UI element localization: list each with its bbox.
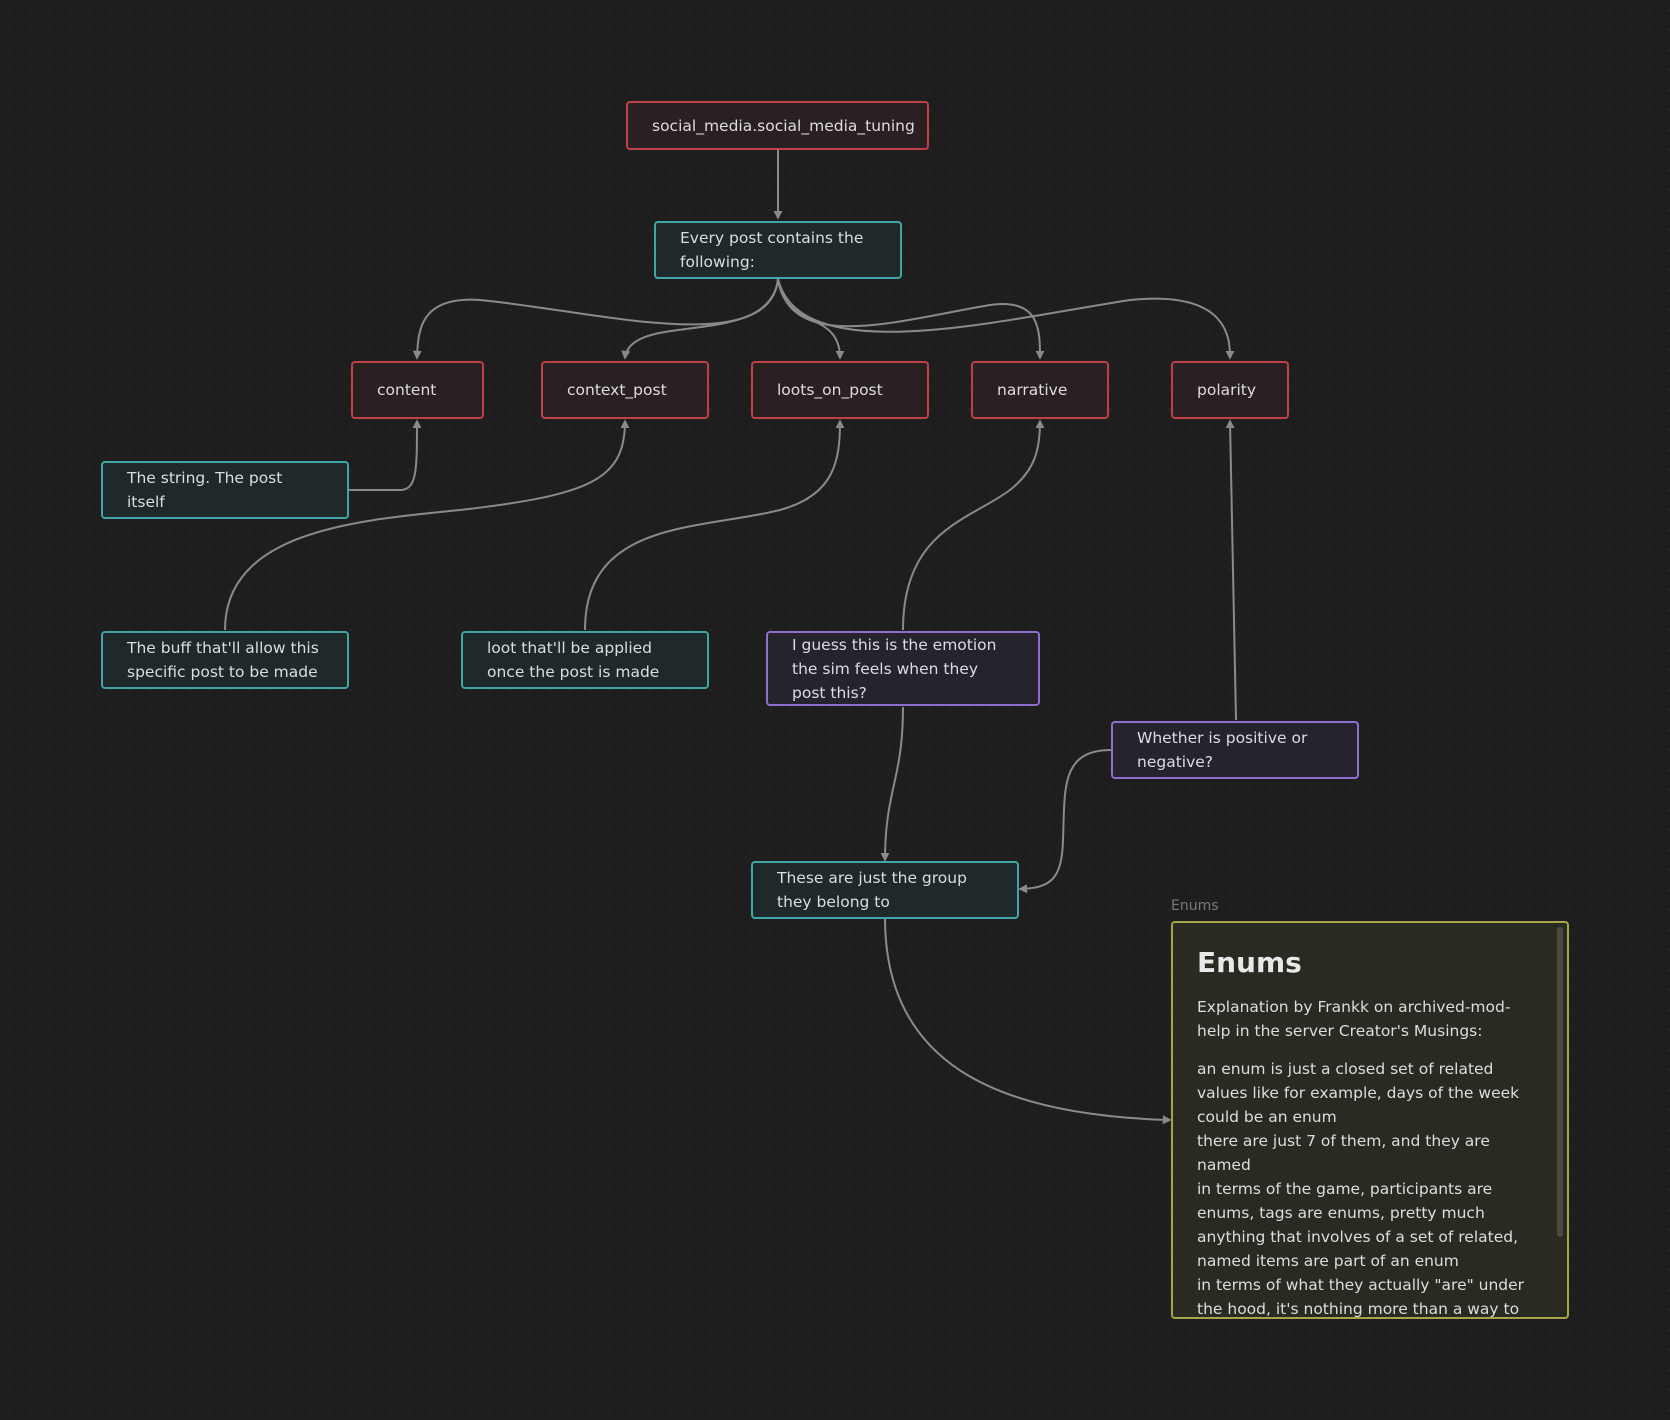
node-content-label: content [377,381,437,399]
edge-loot-to-loots-on-post [584,419,845,631]
node-note-loot-label: loot that'll be applied once the post is… [487,639,660,681]
node-note-emotion-label: I guess this is the emotion the sim feel… [792,635,997,702]
enums-group-label: Enums [1171,898,1219,914]
edge-every-post-to-content [412,278,779,360]
edge-group-to-enums [884,917,1172,1125]
edge-every-post-to-loots-on-post [777,278,845,360]
node-social-media-tuning-label: social_media.social_media_tuning [652,116,915,135]
node-polarity-label: polarity [1197,381,1257,399]
edge-every-post-to-polarity [777,278,1235,360]
edge-positive-to-polarity [1225,419,1237,721]
node-loots-on-post[interactable]: loots_on_post [751,361,929,419]
node-note-group[interactable]: These are just the group they belong to [751,861,1019,919]
node-note-buff[interactable]: The buff that'll allow this specific pos… [101,631,349,689]
node-social-media-tuning[interactable]: social_media.social_media_tuning [626,101,929,150]
node-narrative[interactable]: narrative [971,361,1109,419]
node-note-emotion[interactable]: I guess this is the emotion the sim feel… [766,631,1040,706]
node-context-post[interactable]: context_post [541,361,709,419]
node-every-post-label: Every post contains the following: [680,229,864,271]
node-narrative-label: narrative [997,381,1068,399]
node-note-group-label: These are just the group they belong to [777,869,967,911]
edge-buff-to-context-post [224,419,630,631]
enums-paragraph-body: an enum is just a closed set of related … [1197,1060,1525,1318]
node-note-string[interactable]: The string. The post itself [101,461,349,519]
node-note-string-label: The string. The post itself [127,469,283,511]
edge-every-post-to-narrative [777,278,1045,360]
node-note-positive[interactable]: Whether is positive or negative? [1111,721,1359,779]
node-note-buff-label: The buff that'll allow this specific pos… [127,639,319,681]
node-every-post[interactable]: Every post contains the following: [654,221,902,279]
node-context-post-label: context_post [567,381,667,399]
enums-scrollbar[interactable] [1557,927,1563,1237]
node-loots-on-post-label: loots_on_post [777,381,883,399]
edge-every-post-to-context-post [621,278,779,360]
edge-positive-to-group [1018,749,1112,894]
enums-card[interactable]: Enums Explanation by Frankk on archived-… [1171,921,1569,1319]
node-polarity[interactable]: polarity [1171,361,1289,419]
node-note-positive-label: Whether is positive or negative? [1137,729,1308,771]
node-note-loot[interactable]: loot that'll be applied once the post is… [461,631,709,689]
enums-heading: Enums [1197,946,1302,979]
edge-emotion-to-narrative [902,419,1045,631]
edge-emotion-to-group [880,706,904,862]
enums-paragraph-intro: Explanation by Frankk on archived-mod-he… [1197,998,1511,1040]
node-content[interactable]: content [351,361,484,419]
edge-string-to-content [349,419,422,491]
